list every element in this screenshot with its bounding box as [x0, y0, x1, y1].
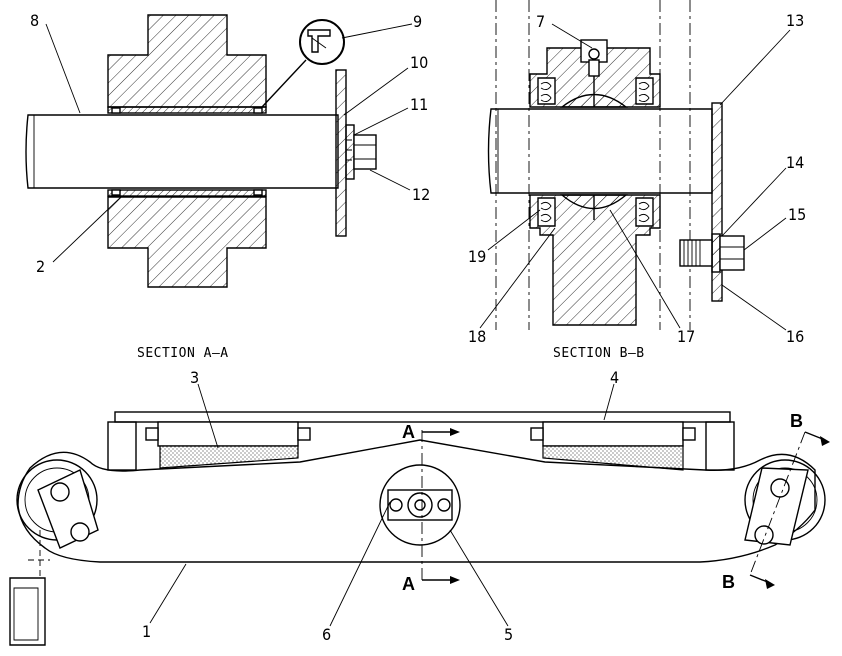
callout-3: 3: [190, 368, 199, 387]
bushing-upper: [107, 106, 267, 114]
bushing-lower: [107, 189, 267, 197]
lock-washer-a: [345, 124, 355, 180]
roller-hub-lower: [529, 194, 661, 326]
leader-lines: [45, 23, 791, 627]
section-a-a-view: SECTION A–A: [25, 14, 377, 361]
callout-10: 10: [410, 53, 428, 72]
callout-15: 15: [788, 205, 806, 224]
section-b-b-title: SECTION B–B: [553, 346, 645, 361]
seal-lr: [253, 189, 263, 196]
callout-6: 6: [322, 625, 331, 644]
bearing-ur: [635, 77, 654, 105]
seal-ur: [253, 107, 263, 114]
rubber-wedge-right: [542, 445, 684, 471]
retaining-plate-b: [711, 102, 723, 302]
section-a-a-title: SECTION A–A: [137, 346, 229, 361]
seal-ll: [111, 189, 121, 196]
bracket-left: [9, 577, 46, 646]
side-block-left: [107, 421, 137, 471]
callout-1: 1: [142, 622, 151, 641]
shaft-b: [487, 108, 713, 194]
section-marker-b-bottom: B: [722, 572, 735, 592]
frame-outline: [17, 439, 816, 563]
pad-left: [157, 421, 299, 447]
callout-2: 2: [36, 257, 45, 276]
top-plate: [114, 411, 731, 423]
callout-13: 13: [786, 11, 804, 30]
callout-labels: 8 2 9 10 11 12 7 13 14 15 16 17 18 19 3 …: [30, 11, 806, 644]
callout-4: 4: [610, 368, 619, 387]
assembly-side-view: [9, 411, 830, 646]
section-marker-a-top: A: [402, 422, 415, 442]
center-pivot: [379, 464, 461, 546]
roller-hub-upper: [529, 47, 661, 108]
callout-9: 9: [413, 12, 422, 31]
callout-14: 14: [786, 153, 804, 172]
callout-7: 7: [536, 12, 545, 31]
callout-11: 11: [410, 95, 428, 114]
section-marker-a-bottom: A: [402, 574, 415, 594]
rubber-wedge-left: [159, 445, 299, 469]
callout-17: 17: [677, 327, 695, 346]
housing-lower: [107, 196, 267, 288]
side-block-right: [705, 421, 735, 471]
shaft-a: [25, 114, 339, 189]
pad-right: [542, 421, 684, 447]
callout-16: 16: [786, 327, 804, 346]
bolt-head-a: [353, 134, 377, 170]
bolt-head-b: [719, 235, 745, 271]
section-b-b-view: SECTION B–B: [487, 0, 745, 361]
washer-b: [711, 233, 721, 273]
bearing-ul: [537, 77, 556, 105]
callout-12: 12: [412, 185, 430, 204]
roller-left-link: [37, 469, 99, 549]
callout-5: 5: [504, 625, 513, 644]
callout-8: 8: [30, 11, 39, 30]
retaining-plate-a: [335, 69, 347, 237]
housing-upper: [107, 14, 267, 108]
seal-ul: [111, 107, 121, 114]
section-markers: A A B B: [402, 411, 803, 594]
callout-18: 18: [468, 327, 486, 346]
callout-19: 19: [468, 247, 486, 266]
detail-circle-9: [299, 19, 345, 65]
section-marker-b-top: B: [790, 411, 803, 431]
